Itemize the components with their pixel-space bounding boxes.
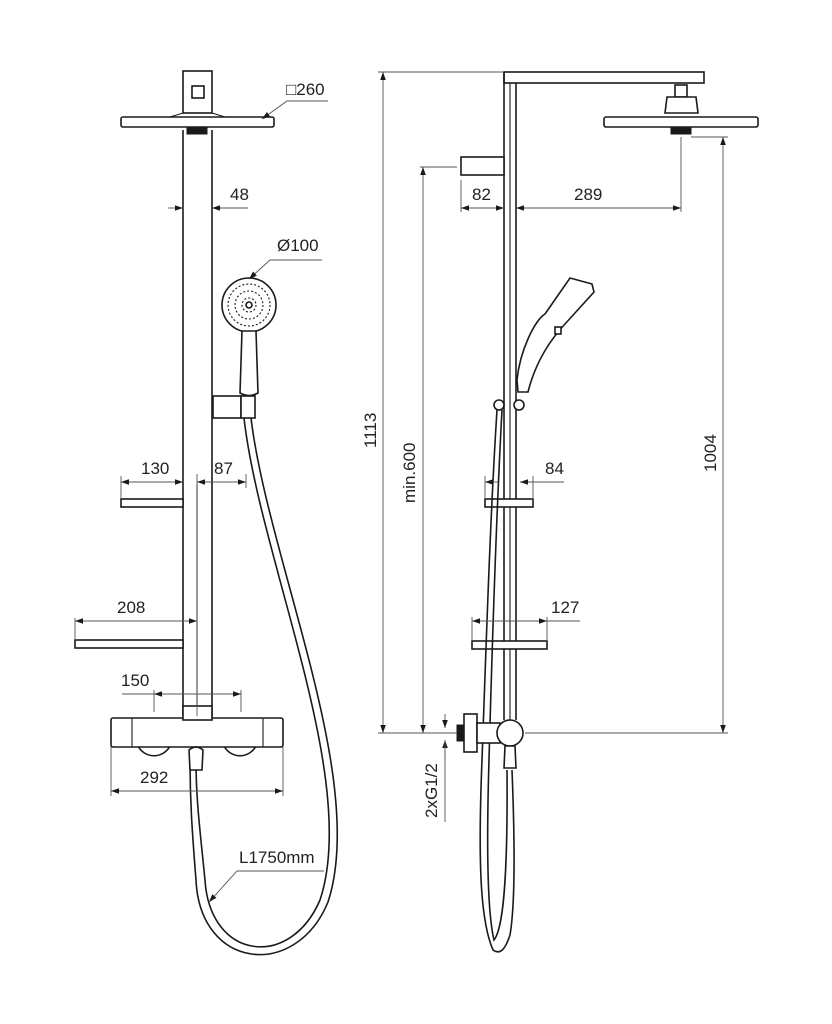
thermostat-riser-connector [182, 705, 213, 721]
overhead-shower-head [120, 116, 275, 128]
front-view [74, 70, 339, 956]
wall-bracket [460, 156, 505, 176]
hand-shower-spray-ring-mid [234, 290, 264, 320]
side-overhead-connector [674, 84, 688, 98]
side-inlet-nut [456, 724, 465, 742]
overhead-connector-nut [191, 85, 205, 99]
side-hose-outer [479, 409, 515, 953]
dim-min-height: min.600 [400, 443, 419, 503]
dim-side-large-shelf-depth: 127 [551, 598, 579, 617]
side-holder-knob-front [513, 399, 525, 411]
dim-side-small-shelf-depth: 84 [545, 459, 564, 478]
hose-outlet [188, 746, 204, 771]
side-thermostat-handle [496, 719, 524, 747]
small-shelf [120, 498, 184, 508]
side-holder-knob-back [493, 399, 505, 411]
dim-hose-length: L1750mm [239, 848, 315, 867]
dim-large-shelf-depth: 208 [117, 598, 145, 617]
hand-shower-holder-clip [240, 395, 256, 419]
hose-outer [195, 417, 331, 948]
dim-wall-to-rail: 82 [472, 185, 491, 204]
side-hand-shower [516, 277, 595, 393]
side-hand-shower-button [554, 326, 562, 335]
hand-shower-center [245, 301, 253, 309]
side-hose-inner [486, 409, 508, 942]
dim-total-height: 1113 [361, 413, 380, 448]
dim-rail-to-hose: 87 [214, 459, 233, 478]
hand-shower-spray-ring-outer [227, 283, 271, 327]
side-view [456, 71, 759, 953]
overhead-shower-nozzle [186, 127, 208, 135]
shower-arm [503, 71, 705, 84]
side-small-shelf [484, 498, 534, 508]
overhead-shower-dome [169, 112, 226, 118]
dim-inlet-spacing: 150 [121, 671, 149, 690]
side-overhead-shower-head [603, 116, 759, 128]
side-hose-outlet [503, 745, 517, 769]
leader-overhead-size [261, 100, 328, 120]
side-large-shelf [471, 640, 548, 650]
front-view-dimensions: □260 48 Ø100 130 87 208 150 292 L175 [74, 80, 328, 903]
hand-shower-holder [212, 395, 242, 419]
dim-shower-head-height: 1004 [701, 434, 720, 472]
thermostat-body [110, 717, 284, 748]
hand-shower-spray-ring-inner [241, 297, 257, 313]
dim-connection: 2xG1/2 [422, 763, 441, 818]
dim-mixer-width: 292 [140, 768, 168, 787]
large-shelf [74, 639, 184, 649]
side-overhead-nozzle [670, 127, 692, 135]
hand-shower-handle [239, 330, 259, 397]
leader-hose-length [208, 870, 324, 903]
dim-rail-width: 48 [230, 185, 249, 204]
dim-arm-projection: 289 [574, 185, 602, 204]
leader-hand-shower-diameter [248, 259, 322, 280]
side-view-dimensions: 1113 min.600 82 289 1004 84 127 2xG1 [361, 71, 728, 822]
side-inlet-flange [463, 713, 478, 753]
dim-small-shelf-depth: 130 [141, 459, 169, 478]
hose-inner [189, 417, 339, 956]
dim-overhead-shower-size: □260 [286, 80, 325, 99]
dim-hand-shower-diameter: Ø100 [277, 236, 319, 255]
side-overhead-dome [664, 96, 699, 114]
